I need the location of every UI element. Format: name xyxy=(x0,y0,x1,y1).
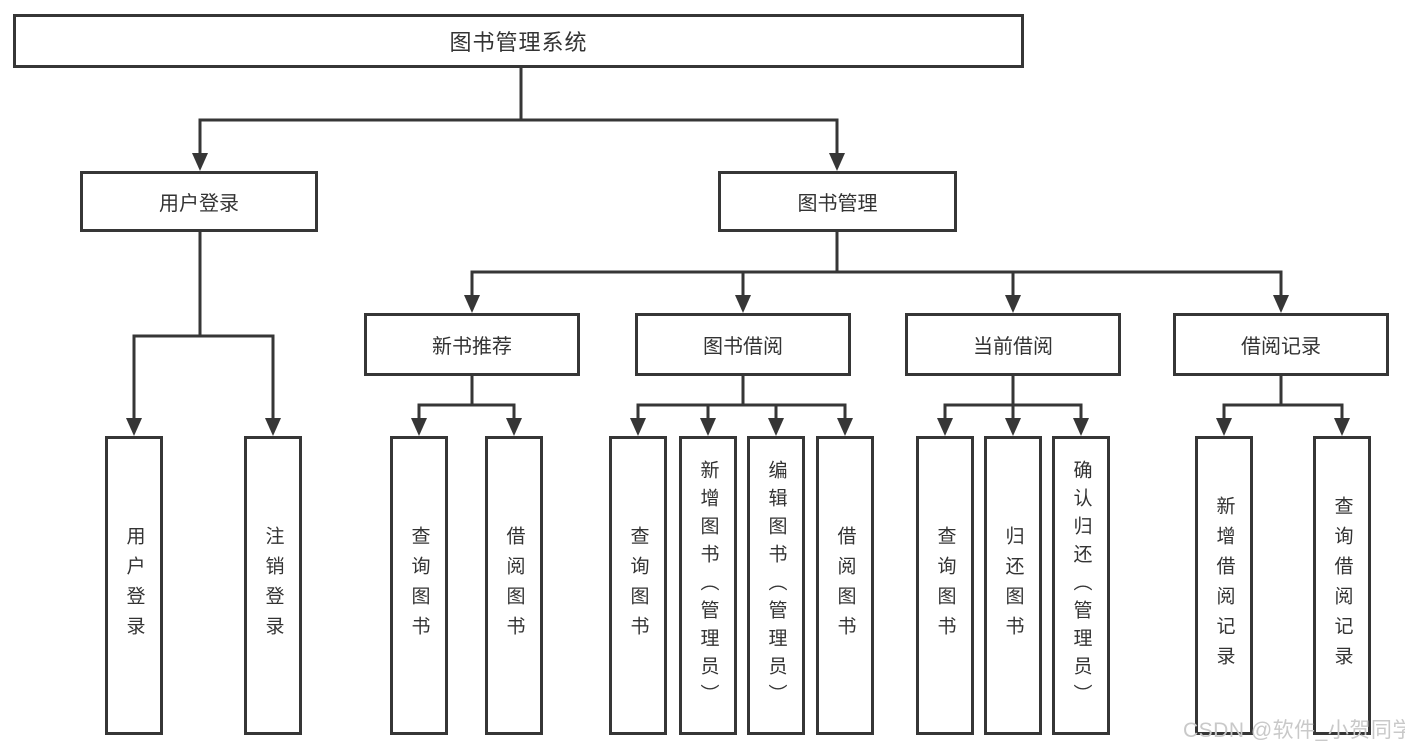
leaf-return-books: 归还图书 xyxy=(984,436,1042,735)
node-current-borrowing: 当前借阅 xyxy=(905,313,1121,376)
leaf-query-books-borrowing: 查询图书 xyxy=(609,436,667,735)
leaf-user-login: 用户登录 xyxy=(105,436,163,735)
connector-borrowing-group xyxy=(636,373,847,421)
arrowheads xyxy=(126,153,1350,436)
leaf-borrow-books-borrowing: 借阅图书 xyxy=(816,436,874,735)
leaf-edit-books-admin: 编辑图书（管理员） xyxy=(747,436,805,735)
node-new-book-recommendation: 新书推荐 xyxy=(364,313,580,376)
connector-records-group xyxy=(1222,373,1344,421)
leaf-borrow-books-recommend: 借阅图书 xyxy=(485,436,543,735)
leaf-logout: 注销登录 xyxy=(244,436,302,735)
leaf-query-books-recommend: 查询图书 xyxy=(390,436,448,735)
node-library-management-system: 图书管理系统 xyxy=(13,14,1024,68)
watermark-csdn: CSDN @软件_小贺同学 xyxy=(1183,719,1405,742)
node-borrowing-records: 借阅记录 xyxy=(1173,313,1389,376)
node-book-management: 图书管理 xyxy=(718,171,957,232)
leaf-query-borrow-record: 查询借阅记录 xyxy=(1313,436,1371,735)
leaf-confirm-return-admin: 确认归还（管理员） xyxy=(1052,436,1110,735)
leaf-query-books-current: 查询图书 xyxy=(916,436,974,735)
node-book-borrowing: 图书借阅 xyxy=(635,313,851,376)
leaf-add-borrow-record: 新增借阅记录 xyxy=(1195,436,1253,735)
connector-root-to-level2 xyxy=(198,65,839,156)
connector-book-management-to-level3 xyxy=(470,229,1283,298)
leaf-add-books-admin: 新增图书（管理员） xyxy=(679,436,737,735)
connector-recommend-group xyxy=(417,373,516,421)
connector-user-login-group xyxy=(132,229,275,421)
connector-current-group xyxy=(943,373,1083,421)
node-user-login: 用户登录 xyxy=(80,171,318,232)
